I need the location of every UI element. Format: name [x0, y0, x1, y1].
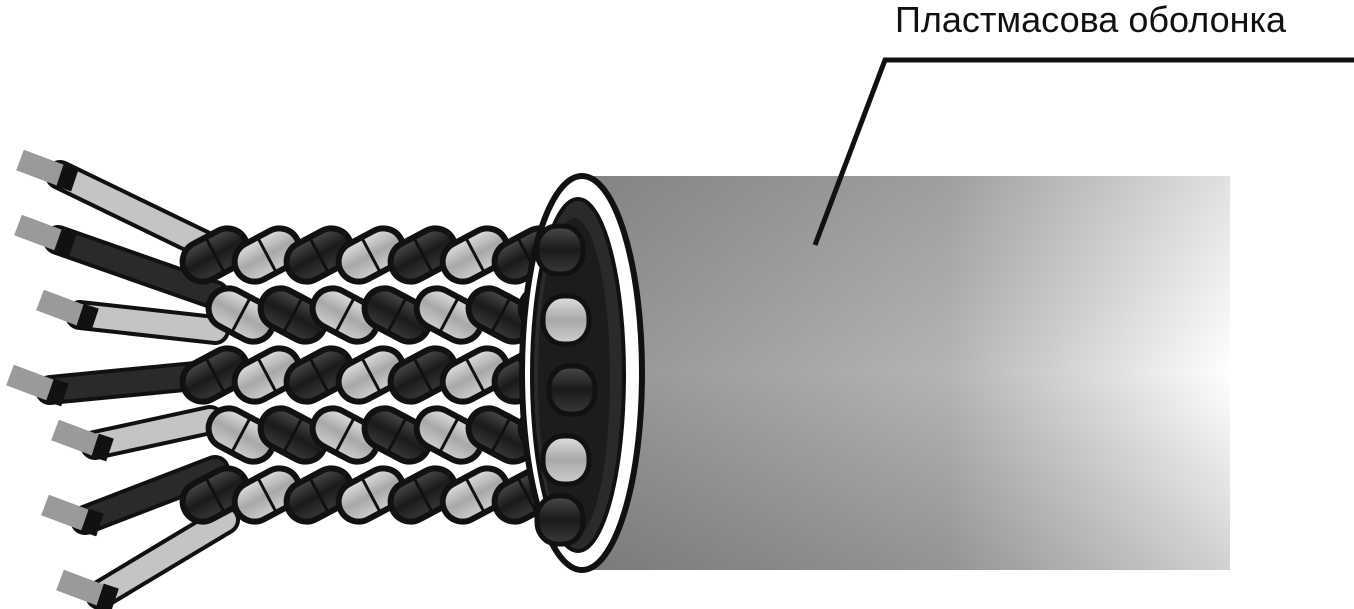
plastic-sheath: [519, 173, 1230, 573]
braid-strand: [283, 225, 355, 285]
braid-strand: [439, 225, 511, 285]
braid-strand: [179, 225, 251, 285]
braid-strand: [179, 465, 251, 525]
braid-strand: [335, 345, 407, 405]
braid-strand: [387, 225, 459, 285]
wire-end: [56, 505, 240, 609]
wire-end: [36, 289, 230, 345]
braid-strand: [309, 285, 381, 345]
braid-strand: [309, 405, 381, 465]
braid-strand: [361, 285, 433, 345]
braid-strand: [546, 363, 598, 417]
braid-strand: [439, 465, 511, 525]
braid-strand: [540, 293, 592, 347]
braid-strand: [231, 345, 303, 405]
wire-end: [51, 405, 225, 462]
wire-ends: [6, 149, 240, 609]
braid-strand: [283, 465, 355, 525]
braid-strand: [179, 345, 251, 405]
wire-end: [41, 455, 230, 537]
braid-strand: [335, 225, 407, 285]
braid-strand: [205, 405, 277, 465]
label-leader-line: [812, 57, 1354, 246]
braid-strand: [387, 345, 459, 405]
braid-strand: [413, 405, 485, 465]
braid-strand: [205, 285, 277, 345]
braid-strand: [534, 493, 586, 547]
braid-strand: [257, 405, 329, 465]
braid-strand: [439, 345, 511, 405]
braid-strand: [361, 405, 433, 465]
braid-strand: [257, 285, 329, 345]
sheath-label: Пластмасова оболонка: [895, 0, 1287, 40]
braid-inside-opening: [534, 223, 598, 547]
wire-end: [14, 214, 230, 310]
braid-strand: [283, 345, 355, 405]
wire-end: [6, 360, 220, 407]
braid-strand: [413, 285, 485, 345]
wire-end: [16, 149, 230, 265]
braid-strand: [387, 465, 459, 525]
braid-strand: [231, 465, 303, 525]
braid-strand: [540, 433, 592, 487]
braid-strand: [534, 223, 586, 277]
braid-strand: [335, 465, 407, 525]
braid-strand: [231, 225, 303, 285]
